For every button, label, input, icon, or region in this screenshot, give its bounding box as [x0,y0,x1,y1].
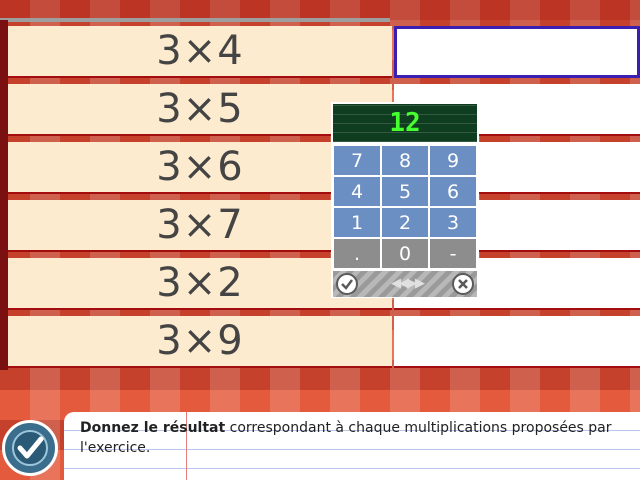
validate-button[interactable] [2,420,58,476]
table-row: 3×5 [4,84,640,136]
x-circle-icon[interactable] [452,273,474,295]
left-rail [0,20,8,370]
numeric-keypad: 12 7 8 9 4 5 6 1 2 3 . 0 - ◀◀▶▶ [331,102,479,298]
answer-cell[interactable] [394,316,640,368]
table-row: 3×6 [4,142,640,194]
key-2[interactable]: 2 [382,208,428,237]
top-divider [0,18,390,22]
notebook-margin-line [186,412,187,480]
key-3[interactable]: 3 [430,208,476,237]
key-8[interactable]: 8 [382,146,428,175]
key-7[interactable]: 7 [334,146,380,175]
table-row: 3×9 [4,316,640,368]
key-5[interactable]: 5 [382,177,428,206]
answer-cell[interactable] [394,26,640,78]
key-4[interactable]: 4 [334,177,380,206]
key-6[interactable]: 6 [430,177,476,206]
multiplication-grid: 3×4 3×5 3×6 3×7 3×2 3×9 [4,20,640,370]
key-1[interactable]: 1 [334,208,380,237]
key-decimal[interactable]: . [334,239,380,268]
top-strip [0,0,640,20]
instruction-body: correspondant à chaque multiplications p… [80,420,612,456]
double-arrow-icon[interactable]: ◀◀▶▶ [391,276,425,291]
expression-cell: 3×2 [8,258,392,310]
expression-cell: 3×7 [8,200,392,252]
check-circle-icon[interactable] [336,273,358,295]
expression-cell: 3×4 [8,26,392,78]
table-row: 3×4 [4,26,640,78]
table-row: 3×2 [4,258,640,310]
expression-cell: 3×5 [8,84,392,136]
keypad-action-bar: ◀◀▶▶ [333,271,477,297]
expression-cell: 3×6 [8,142,392,194]
key-9[interactable]: 9 [430,146,476,175]
instruction-panel: Donnez le résultat correspondant à chaqu… [64,412,640,480]
table-row: 3×7 [4,200,640,252]
checkmark-icon [12,430,48,466]
key-minus[interactable]: - [430,239,476,268]
instruction-bold: Donnez le résultat [80,420,226,436]
key-0[interactable]: 0 [382,239,428,268]
keypad-display: 12 [333,104,477,142]
instruction-text: Donnez le résultat correspondant à chaqu… [80,418,636,458]
expression-cell: 3×9 [8,316,392,368]
keypad-keys: 7 8 9 4 5 6 1 2 3 . 0 - [333,146,477,268]
